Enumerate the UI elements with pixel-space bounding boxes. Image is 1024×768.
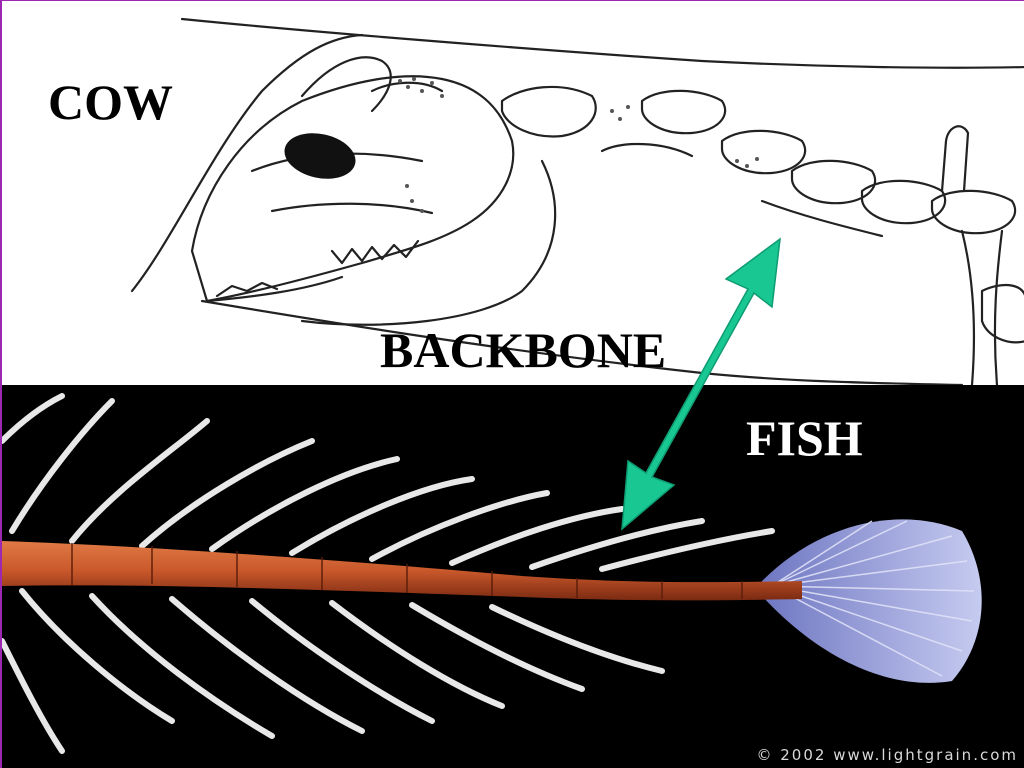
fish-label: FISH xyxy=(746,410,863,466)
cow-label: COW xyxy=(48,74,173,130)
fish-spine xyxy=(2,541,802,601)
backbone-label: BACKBONE xyxy=(380,322,667,378)
copyright-credit: © 2002 www.lightgrain.com xyxy=(756,746,1018,764)
cow-skeleton-illustration xyxy=(130,17,1024,385)
tail-fin xyxy=(762,519,982,683)
eye-socket xyxy=(284,133,356,179)
cow-panel xyxy=(2,1,1024,385)
